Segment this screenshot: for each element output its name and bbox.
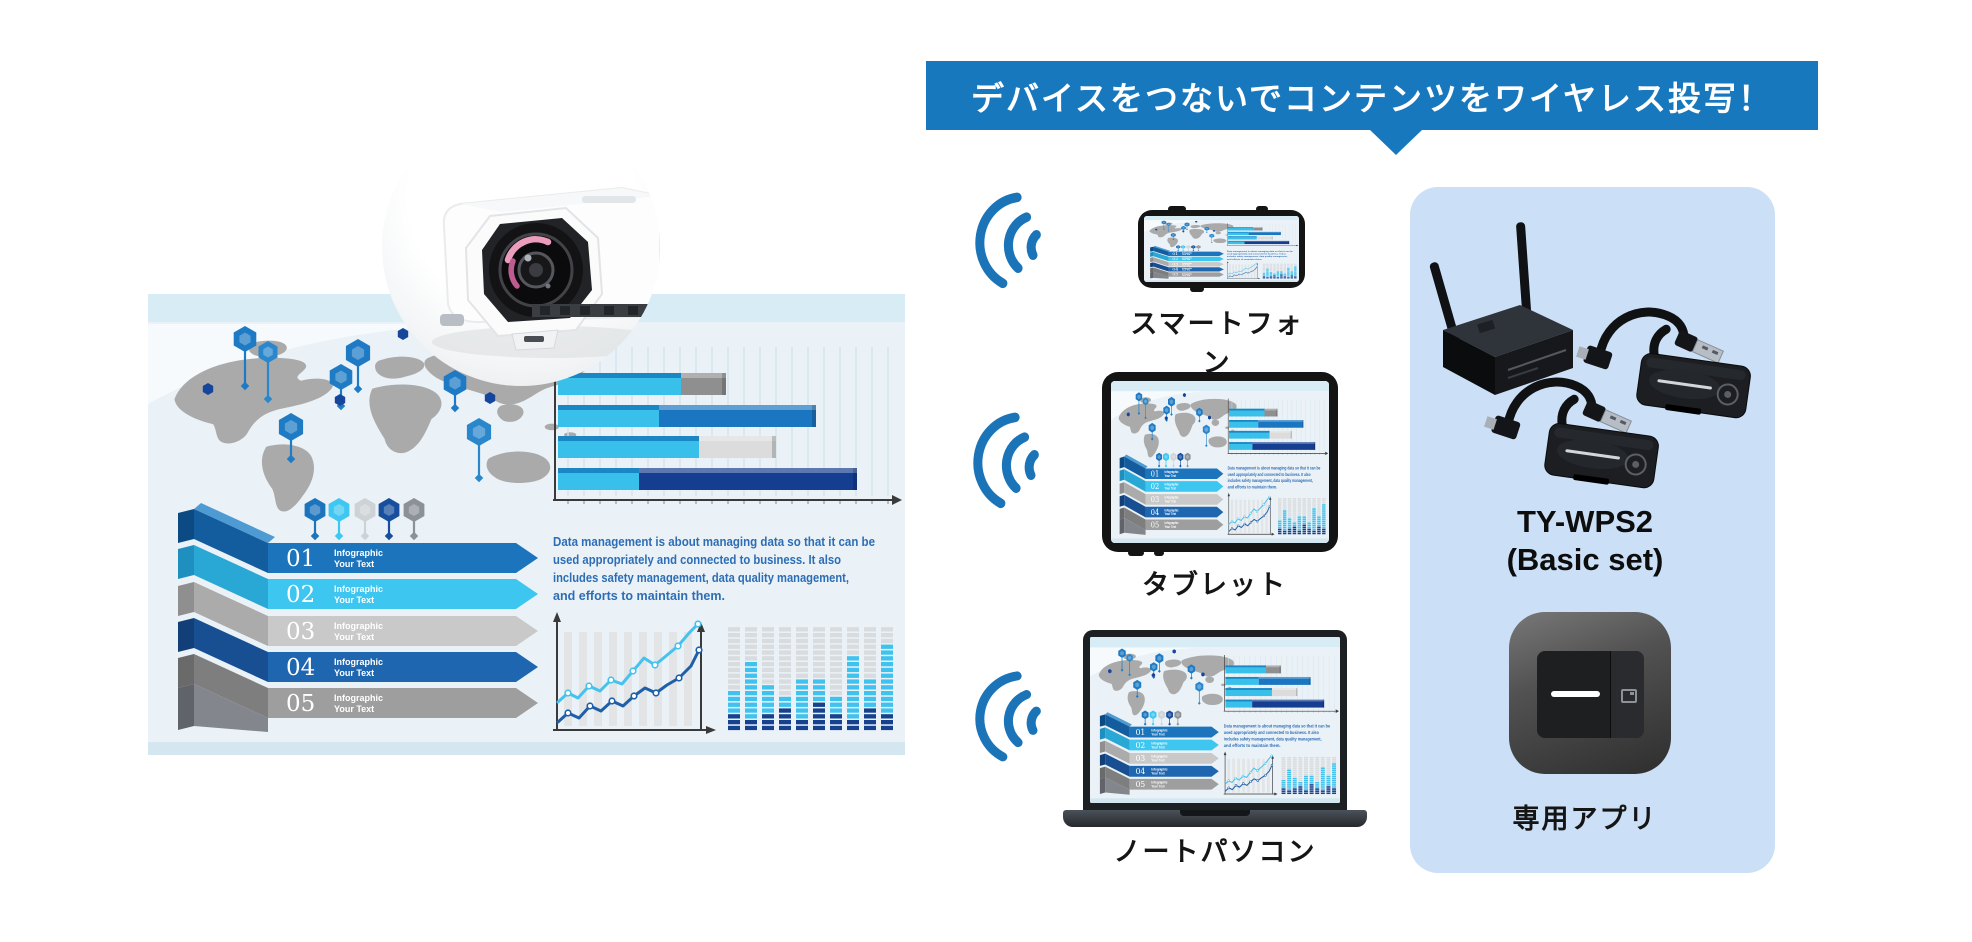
projector-photo: [382, 108, 660, 386]
laptop-illustration: [1083, 630, 1347, 810]
smartphone-illustration: [1138, 206, 1305, 292]
smartphone-screen: [1144, 216, 1299, 282]
tablet-screen: [1111, 381, 1329, 543]
wifi-signal-icon: [973, 663, 1051, 771]
projector-illustration: [432, 186, 660, 358]
laptop-screen: [1090, 637, 1340, 803]
wifi-signal-icon: [973, 187, 1051, 295]
transmitter-dongle: [1483, 382, 1663, 491]
banner-pointer: [1369, 129, 1423, 155]
phone-button: [1190, 286, 1204, 292]
banner-text: デバイスをつないでコンテンツをワイヤレス投写！: [970, 79, 1774, 117]
app-icon-screen: [1537, 651, 1644, 738]
receiver-box: [1429, 222, 1573, 395]
app-icon-bar: [1551, 691, 1600, 697]
display-glyph-icon: [1621, 689, 1637, 703]
banner: デバイスをつないでコンテンツをワイヤレス投写！: [926, 61, 1818, 130]
app-label: 専用アプリ: [1512, 804, 1658, 834]
transmitter-dongle: [1575, 312, 1755, 421]
dedicated-app-icon: [1509, 612, 1671, 774]
wifi-signal-icon: [971, 407, 1049, 515]
tablet-button: [1154, 550, 1164, 556]
phone-button: [1168, 206, 1186, 212]
smartphone-label: スマートフォン: [1130, 309, 1304, 378]
receiver-and-transmitters-illustration: [1429, 222, 1768, 510]
app-icon-side: [1609, 651, 1644, 738]
laptop-hinge: [1180, 810, 1250, 816]
tablet-button: [1128, 550, 1144, 556]
product-model: TY-WPS2: [1516, 504, 1654, 539]
product-variant: (Basic set): [1506, 542, 1664, 577]
phone-button: [1256, 206, 1268, 212]
laptop-base: [1063, 810, 1367, 827]
laptop-label: ノートパソコン: [1113, 837, 1317, 867]
tablet-illustration: [1102, 372, 1338, 556]
tablet-label: タブレット: [1142, 570, 1287, 600]
